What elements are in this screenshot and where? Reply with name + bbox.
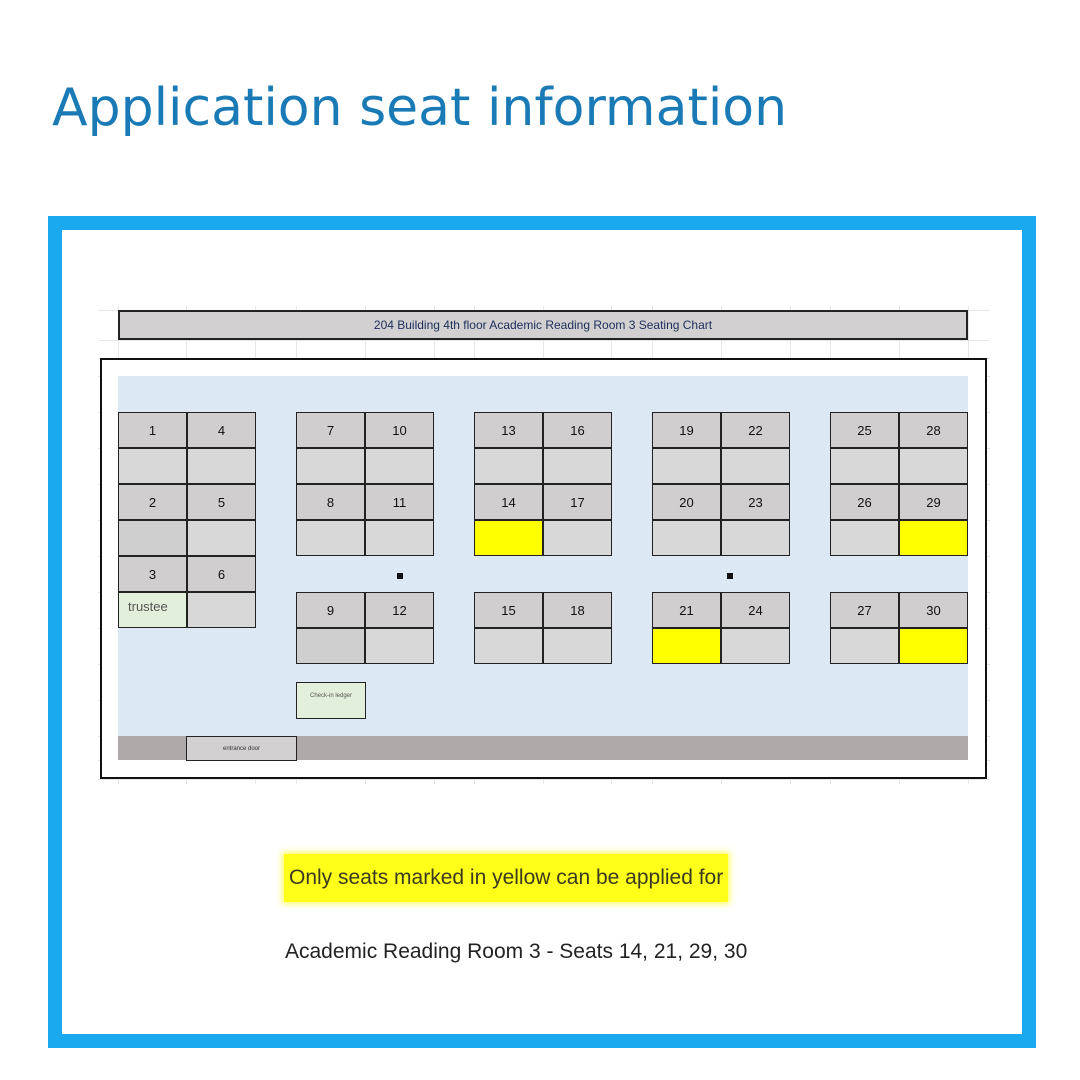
seating-chart-title: 204 Building 4th floor Academic Reading … xyxy=(118,310,968,340)
seat-number-label: 1 xyxy=(118,412,187,448)
seat[interactable] xyxy=(118,448,187,484)
marker-dot xyxy=(397,573,403,579)
seat-number-label: 3 xyxy=(118,556,187,592)
seat-number-label: 18 xyxy=(543,592,612,628)
seat-number-label: 5 xyxy=(187,484,256,520)
seat-number-label: 15 xyxy=(474,592,543,628)
seat[interactable] xyxy=(296,520,365,556)
seat-number-label: 27 xyxy=(830,592,899,628)
grid-line xyxy=(98,340,990,341)
seat[interactable] xyxy=(721,448,790,484)
seat[interactable] xyxy=(830,448,899,484)
seat[interactable] xyxy=(721,520,790,556)
seat-number-label: 10 xyxy=(365,412,434,448)
seating-chart-frame: 204 Building 4th floor Academic Reading … xyxy=(48,216,1036,1048)
seat[interactable] xyxy=(118,520,187,556)
seat[interactable] xyxy=(830,628,899,664)
seat-number-label: 2 xyxy=(118,484,187,520)
seat-number-label: 16 xyxy=(543,412,612,448)
seat-number-label: 26 xyxy=(830,484,899,520)
seat-number-label: 20 xyxy=(652,484,721,520)
check-in-ledger: Check-in ledger xyxy=(296,682,366,719)
seat-number-label: 7 xyxy=(296,412,365,448)
seating-chart-sheet: 204 Building 4th floor Academic Reading … xyxy=(62,230,1022,1034)
yellow-seat-note: Only seats marked in yellow can be appli… xyxy=(284,854,729,902)
grid-line xyxy=(98,779,990,780)
seat-number-label: 19 xyxy=(652,412,721,448)
seat-number-label: 14 xyxy=(474,484,543,520)
seat-number-label: 13 xyxy=(474,412,543,448)
seat[interactable] xyxy=(721,628,790,664)
seat-number-label: 9 xyxy=(296,592,365,628)
seat[interactable] xyxy=(543,520,612,556)
seat-number-label: 23 xyxy=(721,484,790,520)
seat[interactable] xyxy=(365,520,434,556)
seat-number-label: 4 xyxy=(187,412,256,448)
seat-number-label: 12 xyxy=(365,592,434,628)
seat[interactable] xyxy=(474,448,543,484)
available-seat[interactable] xyxy=(899,628,968,664)
trustee-desk: trustee xyxy=(118,592,187,628)
page-title: Application seat information xyxy=(52,78,788,138)
seat-number-label: 8 xyxy=(296,484,365,520)
available-seat[interactable] xyxy=(899,520,968,556)
seat[interactable] xyxy=(543,628,612,664)
seat-number-label: 17 xyxy=(543,484,612,520)
available-seat[interactable] xyxy=(474,520,543,556)
seat[interactable] xyxy=(652,448,721,484)
seat-number-label: 29 xyxy=(899,484,968,520)
available-seat[interactable] xyxy=(652,628,721,664)
seat-number-label: 30 xyxy=(899,592,968,628)
seat-number-label: 11 xyxy=(365,484,434,520)
seat[interactable] xyxy=(296,448,365,484)
seat[interactable] xyxy=(474,628,543,664)
seat-number-label: 22 xyxy=(721,412,790,448)
seat[interactable] xyxy=(543,448,612,484)
seat[interactable] xyxy=(187,592,256,628)
seat[interactable] xyxy=(296,628,365,664)
seat[interactable] xyxy=(899,448,968,484)
seat-number-label: 24 xyxy=(721,592,790,628)
seat[interactable] xyxy=(365,628,434,664)
seat-number-label: 25 xyxy=(830,412,899,448)
seat[interactable] xyxy=(365,448,434,484)
seat-number-label: 28 xyxy=(899,412,968,448)
marker-dot xyxy=(727,573,733,579)
seat[interactable] xyxy=(652,520,721,556)
seat[interactable] xyxy=(187,448,256,484)
seat[interactable] xyxy=(187,520,256,556)
seat-number-label: 6 xyxy=(187,556,256,592)
seat[interactable] xyxy=(830,520,899,556)
seat-number-label: 21 xyxy=(652,592,721,628)
available-seats-summary: Academic Reading Room 3 - Seats 14, 21, … xyxy=(285,940,748,963)
entrance-door: entrance door xyxy=(186,736,297,761)
